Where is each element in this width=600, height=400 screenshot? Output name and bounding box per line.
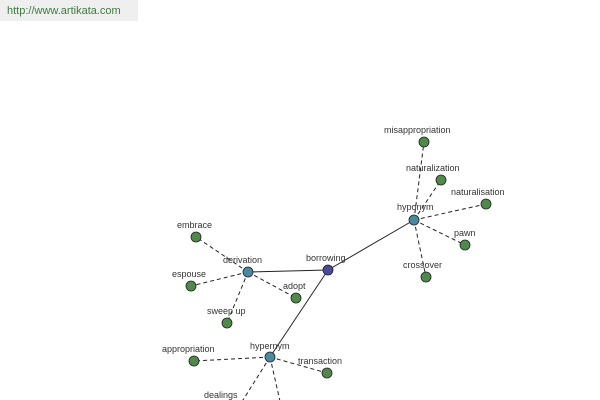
node-label-hypernym[interactable]: hypernym xyxy=(250,341,290,351)
leaf-node-dot[interactable] xyxy=(221,317,233,329)
leaf-node-dot[interactable] xyxy=(480,198,492,210)
node-borrowing[interactable]: borrowing xyxy=(306,253,346,276)
edge-derivation-adopt xyxy=(247,271,297,299)
edge-hyponym-naturalization xyxy=(413,179,442,221)
node-pawn[interactable]: pawn xyxy=(454,228,476,251)
node-adopt[interactable]: adopt xyxy=(283,281,306,304)
node-misappropriation[interactable]: misappropriation xyxy=(384,125,451,148)
node-sweep-up[interactable]: sweep up xyxy=(207,306,246,329)
root-node-dot[interactable] xyxy=(322,264,334,276)
leaf-node-dot[interactable] xyxy=(185,280,197,292)
node-label-misappropriation[interactable]: misappropriation xyxy=(384,125,451,135)
leaf-node-dot[interactable] xyxy=(459,239,471,251)
node-label-sweep-up[interactable]: sweep up xyxy=(207,306,246,316)
edge-hypernym-dealings xyxy=(242,356,271,400)
node-naturalization[interactable]: naturalization xyxy=(406,163,460,186)
edge-derivation-espouse xyxy=(190,271,249,287)
leaf-node-dot[interactable] xyxy=(190,231,202,243)
node-appropriation[interactable]: appropriation xyxy=(162,344,215,367)
source-link[interactable]: http://www.artikata.com xyxy=(0,0,138,21)
edges-layer xyxy=(190,141,487,400)
node-label-derivation[interactable]: derivation xyxy=(223,255,262,265)
node-espouse[interactable]: espouse xyxy=(172,269,206,292)
edge-borrowing-derivation xyxy=(247,269,329,273)
node-dealings[interactable]: dealings xyxy=(204,390,243,400)
node-label-embrace[interactable]: embrace xyxy=(177,220,212,230)
node-label-naturalisation[interactable]: naturalisation xyxy=(451,187,505,197)
node-label-naturalization[interactable]: naturalization xyxy=(406,163,460,173)
edge-hypernym-appropriation xyxy=(193,356,271,362)
leaf-node-dot[interactable] xyxy=(321,367,333,379)
edge-hypernym-offscreen xyxy=(269,356,281,400)
node-label-dealings[interactable]: dealings xyxy=(204,390,238,400)
node-crossover[interactable]: crossover xyxy=(403,260,442,283)
edge-hyponym-naturalisation xyxy=(413,203,487,221)
edge-hypernym-transaction xyxy=(269,356,328,374)
leaf-node-dot[interactable] xyxy=(290,292,302,304)
nodes-layer: embrace espouse sweep up adopt misappropriat… xyxy=(162,125,505,400)
node-derivation[interactable]: derivation xyxy=(223,255,262,278)
node-label-pawn[interactable]: pawn xyxy=(454,228,476,238)
node-hyponym[interactable]: hyponym xyxy=(397,202,434,226)
edge-derivation-sweep-up xyxy=(226,271,249,324)
node-label-hyponym[interactable]: hyponym xyxy=(397,202,434,212)
node-label-transaction[interactable]: transaction xyxy=(298,356,342,366)
node-label-appropriation[interactable]: appropriation xyxy=(162,344,215,354)
edge-hyponym-crossover xyxy=(413,219,427,278)
category-node-dot[interactable] xyxy=(264,351,276,363)
node-naturalisation[interactable]: naturalisation xyxy=(451,187,505,210)
edge-borrowing-hyponym xyxy=(327,219,415,271)
node-label-espouse[interactable]: espouse xyxy=(172,269,206,279)
node-label-crossover[interactable]: crossover xyxy=(403,260,442,270)
node-embrace[interactable]: embrace xyxy=(177,220,212,243)
leaf-node-dot[interactable] xyxy=(435,174,447,186)
node-label-adopt[interactable]: adopt xyxy=(283,281,306,291)
edge-hyponym-pawn xyxy=(413,219,466,246)
edge-hyponym-misappropriation xyxy=(413,141,425,221)
node-transaction[interactable]: transaction xyxy=(298,356,342,379)
leaf-node-dot[interactable] xyxy=(420,271,432,283)
leaf-node-dot[interactable] xyxy=(418,136,430,148)
node-hypernym[interactable]: hypernym xyxy=(250,341,290,363)
category-node-dot[interactable] xyxy=(408,214,420,226)
edge-borrowing-hypernym xyxy=(269,269,329,358)
node-label-borrowing[interactable]: borrowing xyxy=(306,253,346,263)
leaf-node-dot[interactable] xyxy=(188,355,200,367)
edge-derivation-embrace xyxy=(195,236,249,273)
category-node-dot[interactable] xyxy=(242,266,254,278)
